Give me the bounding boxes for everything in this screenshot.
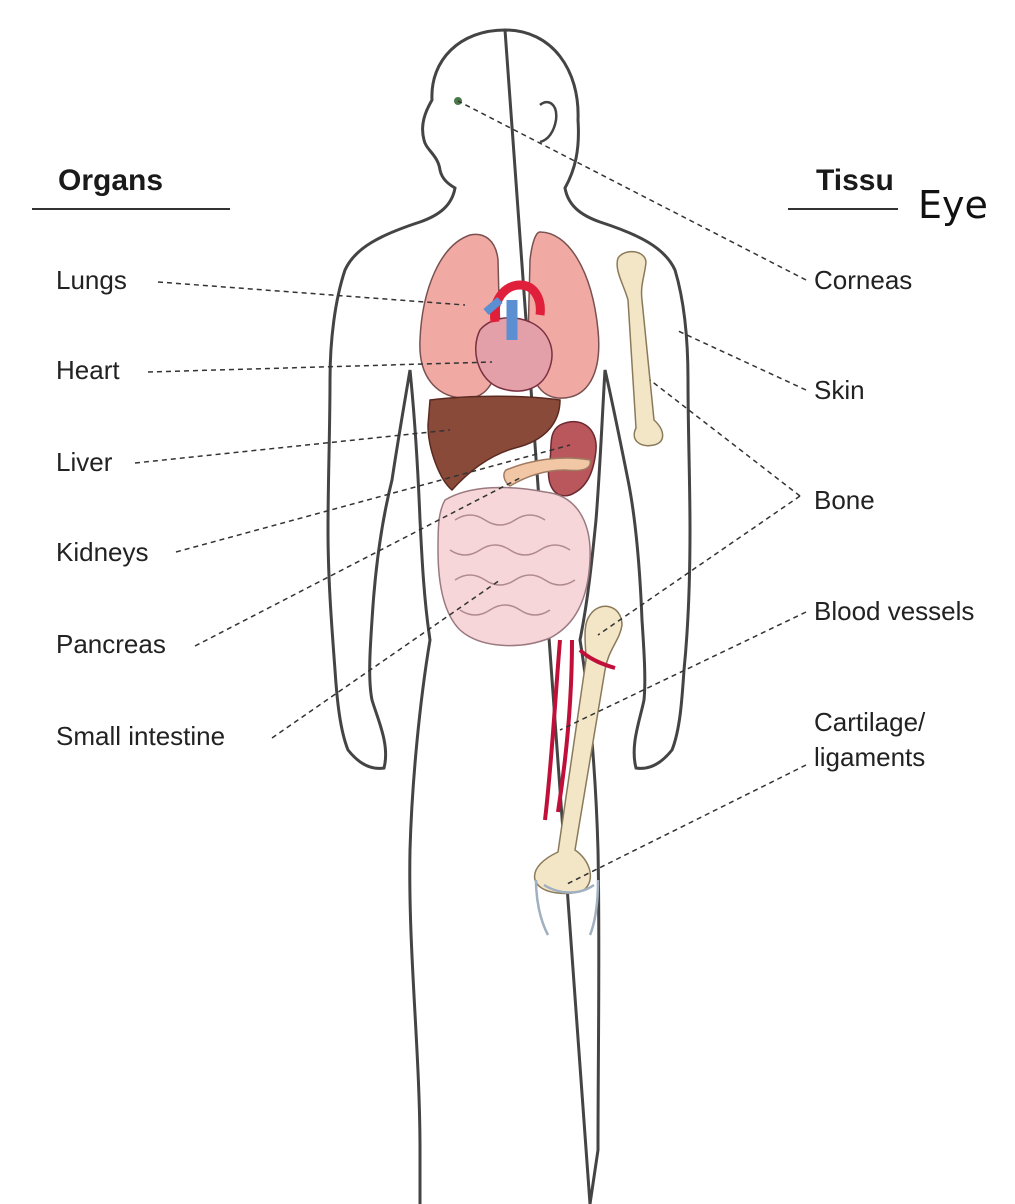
leader-lungs	[158, 282, 465, 305]
organ-label-heart: Heart	[56, 356, 120, 386]
tissue-label-cartilage: Cartilage/	[814, 708, 925, 738]
organ-label-liver: Liver	[56, 448, 112, 478]
organs-header-rule	[32, 208, 230, 210]
organ-label-kidneys: Kidneys	[56, 538, 149, 568]
tissue-label-ligaments: ligaments	[814, 743, 925, 773]
tissues-header-rule	[788, 208, 898, 210]
femur-bone	[535, 606, 622, 893]
humerus-bone	[617, 252, 663, 446]
tissue-label-blood-vessels: Blood vessels	[814, 597, 974, 627]
leader-skin	[676, 330, 806, 390]
organ-label-small-intestine: Small intestine	[56, 722, 225, 752]
tissue-label-bone: Bone	[814, 486, 875, 516]
leader-small-intestine	[272, 580, 500, 738]
leader-bone-leg	[598, 496, 800, 635]
liver	[428, 396, 560, 490]
organ-label-lungs: Lungs	[56, 266, 127, 296]
leader-bone-arm	[650, 380, 800, 496]
tissue-label-corneas: Corneas	[814, 266, 912, 296]
organs-header: Organs	[58, 164, 163, 198]
small-intestine	[438, 487, 590, 645]
organ-label-pancreas: Pancreas	[56, 630, 166, 660]
tissues-header: Tissu	[816, 164, 898, 198]
eye-overlay-label: Eye	[918, 183, 988, 227]
leader-cartilage	[565, 765, 806, 885]
ear	[540, 102, 556, 142]
tissue-label-skin: Skin	[814, 376, 865, 406]
leader-liver	[135, 430, 450, 463]
